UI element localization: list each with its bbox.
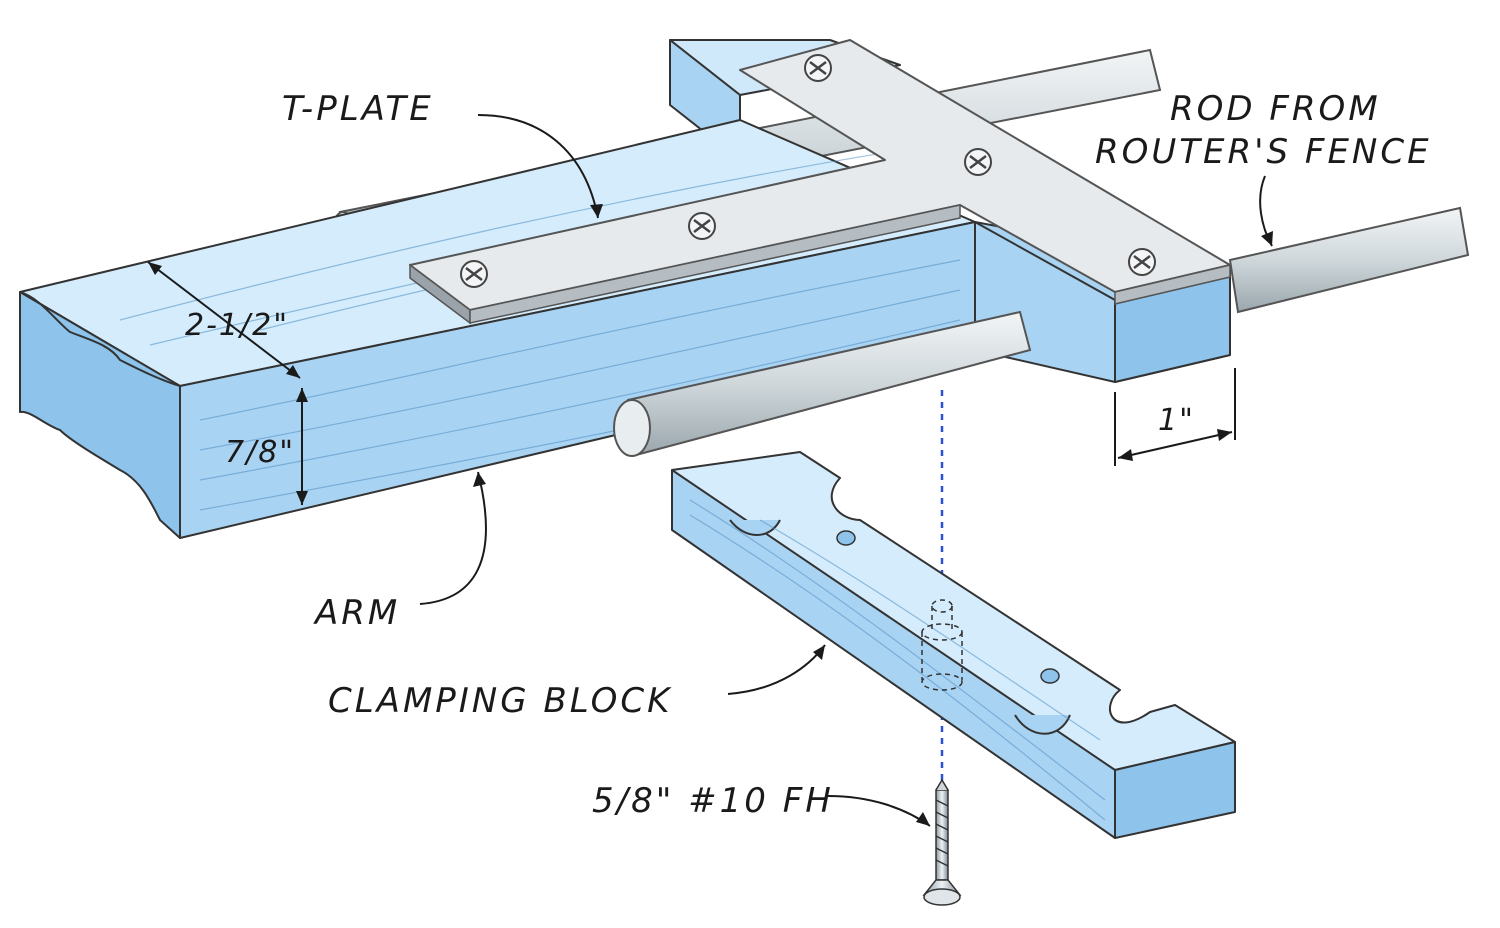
arm-end-face — [19, 291, 181, 539]
screw-label: 5/8" #10 FH — [592, 781, 834, 821]
plate-screw-icon — [688, 212, 716, 240]
offset-dim-label: 1" — [1158, 403, 1195, 438]
rod-front — [613, 310, 1032, 457]
plate-screw-icon — [1128, 248, 1156, 276]
clamping-block-label: CLAMPING BLOCK — [328, 681, 672, 721]
dimension-thickness: 7/8" — [225, 388, 308, 505]
plate-screw-icon — [460, 260, 488, 288]
clamping-block-top — [671, 451, 1236, 771]
rod-from-routers-fence — [1228, 206, 1470, 314]
arm-callout: ARM — [313, 471, 487, 633]
block-hole-icon — [1040, 668, 1060, 684]
rod-callout: ROD FROM ROUTER'S FENCE — [1095, 89, 1432, 247]
clamping-block — [671, 451, 1236, 839]
t-plate-callout: T-PLATE — [282, 89, 603, 219]
arm-label: ARM — [313, 593, 400, 633]
t-plate — [409, 39, 1231, 325]
t-plate-label: T-PLATE — [282, 89, 434, 129]
rod-label-line2: ROUTER'S FENCE — [1095, 132, 1432, 172]
counterbore-hidden-icon — [921, 599, 963, 691]
dimension-offset: 1" — [1114, 368, 1236, 466]
plate-screw-icon — [804, 54, 832, 82]
rod-label-line1: ROD FROM — [1170, 89, 1381, 129]
screw-callout: 5/8" #10 FH — [592, 781, 931, 827]
plate-screw-icon — [964, 148, 992, 176]
thickness-dim-label: 7/8" — [225, 435, 295, 470]
clamping-block-callout: CLAMPING BLOCK — [328, 644, 826, 721]
dimension-width: 2-1/2" — [147, 261, 301, 379]
block-hole-icon — [836, 530, 856, 546]
clamping-block-end — [1114, 741, 1236, 839]
width-dim-label: 2-1/2" — [185, 308, 289, 343]
wood-screw-icon — [922, 778, 962, 906]
